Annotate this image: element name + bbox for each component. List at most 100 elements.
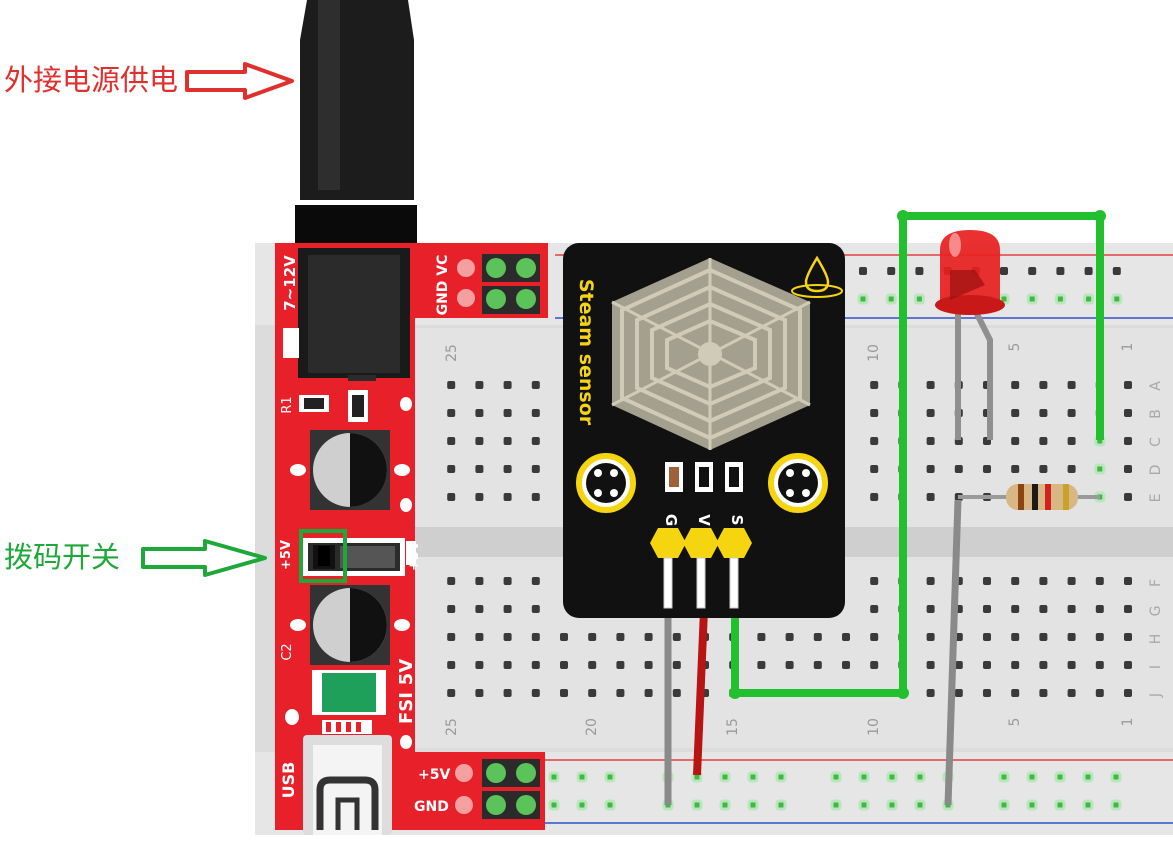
breadboard-hole (531, 689, 540, 697)
breadboard-hole (926, 605, 935, 613)
column-number-bottom: 25 (444, 718, 460, 736)
breadboard-hole (1082, 771, 1094, 783)
breadboard-hole (447, 493, 456, 501)
r1-label: R1 (280, 396, 295, 413)
breadboard-hole (926, 633, 935, 641)
breadboard-hole (747, 799, 759, 811)
switch-callout-label: 拨码开关 (4, 540, 121, 574)
breadboard-hole (475, 605, 484, 613)
usb-connector (303, 720, 392, 835)
row-letter: E (1148, 494, 1164, 503)
usb-label: USB (279, 762, 298, 799)
breadboard-hole (531, 409, 540, 417)
breadboard-hole (447, 605, 456, 613)
breadboard-holes (447, 267, 1132, 811)
breadboard-hole (475, 633, 484, 641)
breadboard-hole (1124, 689, 1132, 697)
breadboard-hole (1124, 605, 1132, 613)
breadboard-hole (1111, 293, 1123, 305)
breadboard-hole (503, 465, 512, 473)
breadboard-hole (926, 689, 935, 697)
column-number-bottom: 5 (1007, 718, 1023, 727)
breadboard-hole (954, 661, 963, 669)
breadboard-hole (1056, 267, 1065, 275)
breadboard-hole (886, 799, 898, 811)
column-number-top: 1 (1120, 343, 1136, 352)
breadboard-hole (913, 293, 925, 305)
breadboard-hole (1011, 381, 1020, 389)
breadboard-hole (1082, 799, 1094, 811)
breadboard-hole (644, 689, 653, 697)
sensor-title: Steam sensor (575, 279, 597, 426)
resistor (958, 484, 1100, 510)
breadboard-hole (1011, 465, 1020, 473)
breadboard-hole (616, 661, 625, 669)
breadboard-hole (1124, 465, 1132, 473)
breadboard-hole (813, 661, 822, 669)
breadboard-hole (870, 493, 879, 501)
breadboard-hole (983, 689, 991, 697)
breadboard-hole (475, 465, 484, 473)
row-letter: D (1148, 465, 1164, 476)
breadboard-hole (447, 661, 456, 669)
breadboard-hole (475, 437, 484, 445)
breadboard-hole (1067, 465, 1076, 473)
breadboard-hole (870, 577, 879, 585)
breadboard-row-letters: A B C D E F G H I J (1148, 381, 1164, 698)
breadboard-hole (604, 799, 616, 811)
breadboard-hole (447, 577, 456, 585)
breadboard-hole (870, 465, 879, 473)
breadboard-hole (531, 437, 540, 445)
barrel-voltage-label: 7~12V (281, 255, 299, 311)
breadboard-hole (1011, 633, 1020, 641)
column-number-bottom: 10 (866, 718, 882, 736)
breadboard-hole (757, 633, 766, 641)
red-led (935, 230, 1005, 315)
breadboard-hole (842, 661, 850, 669)
breadboard-hole (870, 437, 879, 445)
column-number-bottom: 20 (584, 718, 600, 736)
breadboard-hole (560, 661, 568, 669)
breadboard-hole (616, 633, 625, 641)
breadboard-hole (475, 409, 484, 417)
breadboard-hole (1110, 771, 1122, 783)
breadboard-hole (475, 493, 484, 501)
sensor-web-pad (611, 258, 811, 450)
row-letter: H (1148, 634, 1164, 645)
breadboard-hole (1124, 409, 1132, 417)
breadboard-hole (1067, 577, 1076, 585)
breadboard-hole (503, 381, 512, 389)
breadboard-hole (1067, 409, 1076, 417)
breadboard-hole (447, 633, 456, 641)
breadboard-hole (870, 381, 879, 389)
c2-label: C2 (280, 643, 295, 660)
breadboard-hole (672, 633, 681, 641)
breadboard-hole (1094, 463, 1106, 475)
column-number-top: 25 (444, 344, 460, 362)
breadboard-hole (886, 771, 898, 783)
breadboard-hole (531, 381, 540, 389)
breadboard-hole (672, 661, 681, 669)
breadboard-hole (954, 465, 963, 473)
breadboard-hole (531, 577, 540, 585)
row-letter: A (1148, 381, 1164, 391)
breadboard-hole (1124, 493, 1132, 501)
breadboard-hole (1000, 267, 1008, 275)
breadboard-column-numbers: 25 10 5 1 25 20 15 10 5 1 (444, 343, 1136, 736)
breadboard-hole (1067, 381, 1076, 389)
breadboard-hole (503, 493, 512, 501)
breadboard-hole (1011, 577, 1020, 585)
switch-highlight (299, 529, 347, 583)
pin-s-label: S (728, 515, 746, 526)
breadboard-hole (576, 799, 588, 811)
breadboard-hole (1112, 267, 1121, 275)
breadboard-hole (719, 799, 731, 811)
breadboard-hole (1095, 661, 1104, 669)
breadboard-hole (576, 771, 588, 783)
breadboard-hole (983, 577, 991, 585)
row-letter: J (1148, 693, 1164, 698)
breadboard-hole (1124, 437, 1132, 445)
breadboard-hole (870, 633, 879, 641)
power-wire (693, 609, 708, 776)
